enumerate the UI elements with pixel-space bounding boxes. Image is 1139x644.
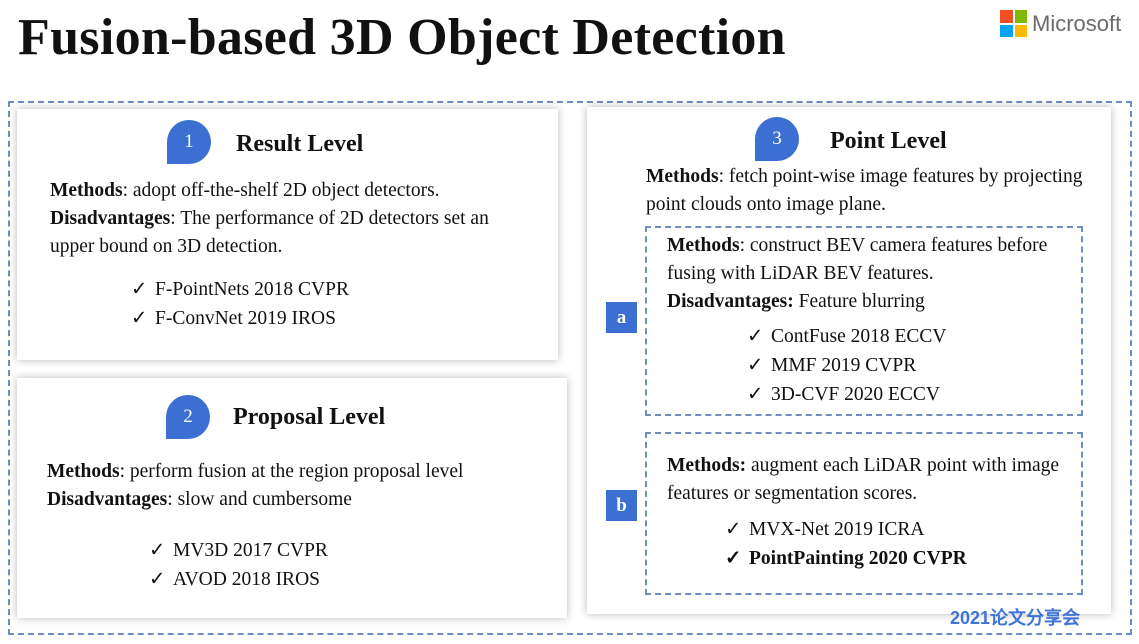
sub-tag-b: b (606, 490, 637, 521)
reference-item: ✓ContFuse 2018 ECCV (747, 322, 947, 351)
reference-item: ✓MVX-Net 2019 ICRA (725, 515, 967, 544)
check-icon: ✓ (747, 384, 764, 405)
number-badge-3: 3 (755, 117, 799, 161)
reference-list: ✓MV3D 2017 CVPR ✓AVOD 2018 IROS (149, 536, 328, 594)
disadvantages-text: Feature blurring (793, 291, 925, 312)
watermark-text: 2021论文分享会 (950, 608, 1081, 628)
methods-label: Methods (50, 180, 123, 201)
methods-text: : fetch point-wise image features by pro… (646, 166, 1083, 215)
section-description: Methods: adopt off-the-shelf 2D object d… (50, 177, 530, 261)
check-icon: ✓ (725, 519, 742, 540)
proposal-level-card: 2 Proposal Level Methods: perform fusion… (17, 378, 567, 618)
disadvantages-text: : slow and cumbersome (167, 489, 352, 510)
sub-box-b: Methods: augment each LiDAR point with i… (645, 432, 1083, 595)
section-description: Methods: fetch point-wise image features… (646, 163, 1086, 219)
methods-text: : adopt off-the-shelf 2D object detector… (122, 180, 440, 201)
check-icon: ✓ (131, 279, 148, 300)
slide-title: Fusion-based 3D Object Detection (18, 9, 786, 66)
sub-tag-a: a (606, 302, 637, 333)
sub-box-a: Methods: construct BEV camera features b… (645, 226, 1083, 416)
section-heading: Result Level (236, 131, 364, 157)
reference-item: ✓MV3D 2017 CVPR (149, 536, 328, 565)
methods-text: : perform fusion at the region proposal … (119, 461, 464, 482)
number-badge-1: 1 (167, 120, 211, 164)
disadvantages-label: Disadvantages: (667, 291, 794, 312)
reference-list: ✓ContFuse 2018 ECCV ✓MMF 2019 CVPR ✓3D-C… (747, 322, 947, 409)
disadvantages-label: Disadvantages (47, 489, 168, 510)
section-description: Methods: perform fusion at the region pr… (47, 458, 562, 514)
reference-item: ✓F-ConvNet 2019 IROS (131, 304, 349, 333)
sub-description: Methods: augment each LiDAR point with i… (667, 452, 1072, 508)
methods-label: Methods: (667, 455, 747, 476)
methods-text: augment each LiDAR point with image feat… (667, 455, 1060, 504)
microsoft-logo-icon (1000, 10, 1027, 37)
reference-list: ✓F-PointNets 2018 CVPR ✓F-ConvNet 2019 I… (131, 275, 349, 333)
microsoft-logo: Microsoft (1000, 10, 1121, 37)
outer-dashed-frame (8, 101, 1132, 635)
section-heading: Point Level (830, 128, 947, 154)
reference-item: ✓PointPainting 2020 CVPR (725, 544, 967, 573)
methods-label: Methods (646, 166, 719, 187)
check-icon: ✓ (149, 569, 166, 590)
check-icon: ✓ (747, 355, 764, 376)
check-icon: ✓ (725, 548, 742, 569)
reference-item: ✓3D-CVF 2020 ECCV (747, 380, 947, 409)
reference-item: ✓AVOD 2018 IROS (149, 565, 328, 594)
reference-list: ✓MVX-Net 2019 ICRA ✓PointPainting 2020 C… (725, 515, 967, 573)
section-heading: Proposal Level (233, 404, 386, 430)
disadvantages-text: : The performance of 2D detectors set an… (50, 208, 489, 257)
methods-text: : construct BEV camera features before f… (667, 235, 1048, 284)
methods-label: Methods (667, 235, 740, 256)
sub-description: Methods: construct BEV camera features b… (667, 232, 1072, 316)
point-level-card: 3 Point Level Methods: fetch point-wise … (587, 107, 1111, 614)
result-level-card: 1 Result Level Methods: adopt off-the-sh… (17, 109, 558, 360)
number-badge-2: 2 (166, 395, 210, 439)
reference-item: ✓F-PointNets 2018 CVPR (131, 275, 349, 304)
disadvantages-label: Disadvantages (50, 208, 171, 229)
microsoft-logo-text: Microsoft (1032, 10, 1122, 36)
methods-label: Methods (47, 461, 120, 482)
check-icon: ✓ (747, 326, 764, 347)
check-icon: ✓ (149, 540, 166, 561)
check-icon: ✓ (131, 308, 148, 329)
reference-item: ✓MMF 2019 CVPR (747, 351, 947, 380)
